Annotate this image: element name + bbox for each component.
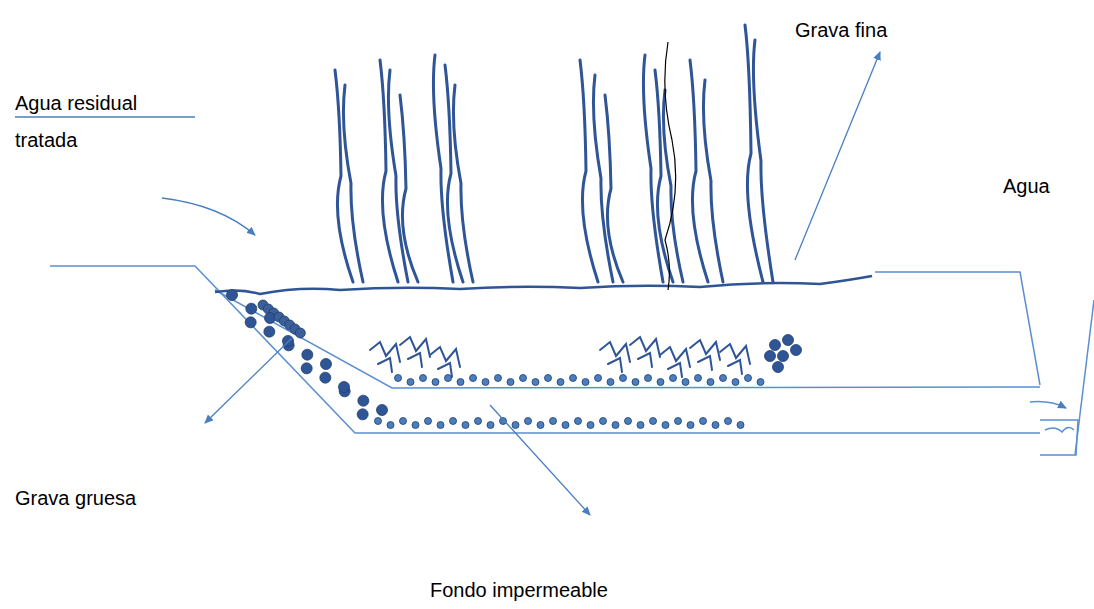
- reed-plants: [335, 25, 773, 377]
- basin-outline: [50, 266, 1094, 455]
- part-label: Agua residual tratada: [15, 85, 155, 159]
- part-label: Grava fina: [795, 12, 955, 49]
- part-label: Grava gruesa: [15, 480, 195, 517]
- leader-lines: [162, 52, 880, 515]
- label-underline: [15, 116, 195, 118]
- plant-stem: [665, 42, 676, 290]
- gravel: [227, 290, 802, 429]
- part-label: Agua: [1003, 168, 1083, 205]
- part-label: Fondo impermeable: [430, 572, 650, 609]
